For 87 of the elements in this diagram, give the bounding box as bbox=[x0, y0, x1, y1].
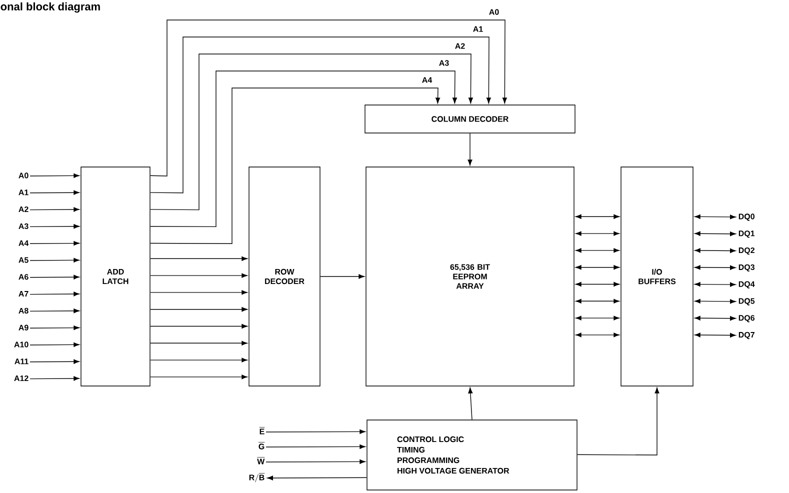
pin-label: A1 bbox=[18, 190, 28, 196]
arrow bbox=[694, 282, 736, 287]
arrow bbox=[468, 388, 473, 420]
arrow bbox=[150, 20, 507, 176]
arrow bbox=[468, 133, 472, 166]
arrow bbox=[30, 342, 80, 347]
arrow bbox=[30, 190, 80, 195]
arrow bbox=[150, 307, 248, 312]
arrow bbox=[694, 231, 736, 236]
pin-label: A2 bbox=[18, 206, 28, 212]
pin-label: A9 bbox=[18, 324, 28, 330]
arrow bbox=[576, 231, 620, 236]
pin-label: A7 bbox=[18, 291, 28, 297]
pin-label: DQ3 bbox=[738, 264, 755, 272]
arrow bbox=[150, 273, 248, 278]
pin-label: A11 bbox=[14, 358, 28, 364]
arrow bbox=[150, 324, 248, 329]
arrow bbox=[267, 476, 367, 480]
pin-label: A6 bbox=[18, 274, 28, 280]
pin-label: $\overline{\mathbf{E}}$ bbox=[259, 427, 265, 434]
edge-label: A3 bbox=[438, 59, 450, 67]
arrow bbox=[694, 316, 736, 321]
pin-label: $\overline{\mathbf{W}}$ bbox=[257, 457, 265, 464]
arrow bbox=[150, 290, 248, 295]
arrow bbox=[266, 459, 366, 464]
block-box: ADD LATCH bbox=[80, 166, 150, 386]
arrow bbox=[150, 256, 248, 261]
arrow bbox=[576, 332, 620, 338]
block-box: I/O BUFFERS bbox=[620, 166, 694, 386]
arrow bbox=[30, 258, 80, 262]
arrow bbox=[576, 265, 620, 270]
arrow bbox=[30, 274, 80, 280]
arrow bbox=[694, 265, 736, 270]
pin-label: DQ6 bbox=[738, 315, 755, 322]
edge-label: A2 bbox=[454, 42, 466, 50]
pin-label: DQ0 bbox=[738, 214, 754, 221]
arrow bbox=[150, 36, 491, 194]
edge-label: A4 bbox=[420, 76, 434, 84]
arrow bbox=[576, 316, 620, 320]
edge-label: A0 bbox=[488, 8, 500, 16]
pin-label: DQ4 bbox=[738, 281, 755, 288]
arrow bbox=[576, 214, 620, 219]
arrow bbox=[30, 359, 80, 364]
arrow bbox=[30, 326, 80, 330]
block-box: COLUMN DECODER bbox=[364, 104, 576, 134]
arrow bbox=[150, 374, 248, 380]
pin-label: DQ5 bbox=[738, 298, 755, 306]
title: onal block diagram bbox=[0, 2, 100, 13]
pin-label: A5 bbox=[18, 257, 28, 263]
arrow bbox=[30, 207, 80, 212]
block-box: 65,536 BIT EEPROM ARRAY bbox=[366, 166, 574, 386]
pin-label: $\mathbf{R}/\overline{\mathbf{B}}$ bbox=[249, 473, 265, 482]
pin-label: A4 bbox=[18, 240, 29, 246]
arrow bbox=[30, 224, 80, 229]
pin-label: A8 bbox=[18, 308, 28, 314]
pin-label: A3 bbox=[18, 223, 28, 230]
arrow bbox=[576, 248, 620, 253]
arrow bbox=[150, 88, 440, 244]
pin-label: A12 bbox=[14, 375, 28, 382]
arrow bbox=[30, 241, 80, 246]
arrow bbox=[694, 248, 736, 253]
arrow bbox=[30, 173, 80, 178]
arrow bbox=[30, 308, 80, 314]
arrow bbox=[150, 340, 248, 346]
arrow bbox=[694, 214, 736, 220]
arrow bbox=[320, 274, 364, 279]
pin-label: A10 bbox=[14, 342, 28, 348]
arrow bbox=[577, 388, 660, 456]
arrow bbox=[150, 54, 473, 210]
arrow bbox=[576, 298, 620, 304]
arrow bbox=[694, 298, 736, 304]
edge-label: A1 bbox=[472, 25, 484, 33]
arrow bbox=[150, 70, 457, 228]
pin-label: DQ2 bbox=[738, 247, 754, 255]
arrow bbox=[266, 429, 366, 434]
arrow bbox=[694, 332, 736, 338]
pin-label: A0 bbox=[18, 172, 28, 178]
block-box: ROW DECODER bbox=[248, 166, 320, 386]
arrow bbox=[150, 358, 248, 362]
pin-label: $\overline{\mathbf{G}}$ bbox=[258, 442, 265, 450]
arrow bbox=[576, 282, 620, 287]
control-box: CONTROL LOGIC TIMING PROGRAMMING HIGH VOLTAGE GENERATOR bbox=[366, 420, 578, 490]
arrow bbox=[30, 376, 80, 381]
pin-label: DQ7 bbox=[738, 332, 754, 340]
arrow bbox=[30, 292, 80, 296]
arrow bbox=[266, 444, 366, 449]
pin-label: DQ1 bbox=[738, 230, 755, 238]
